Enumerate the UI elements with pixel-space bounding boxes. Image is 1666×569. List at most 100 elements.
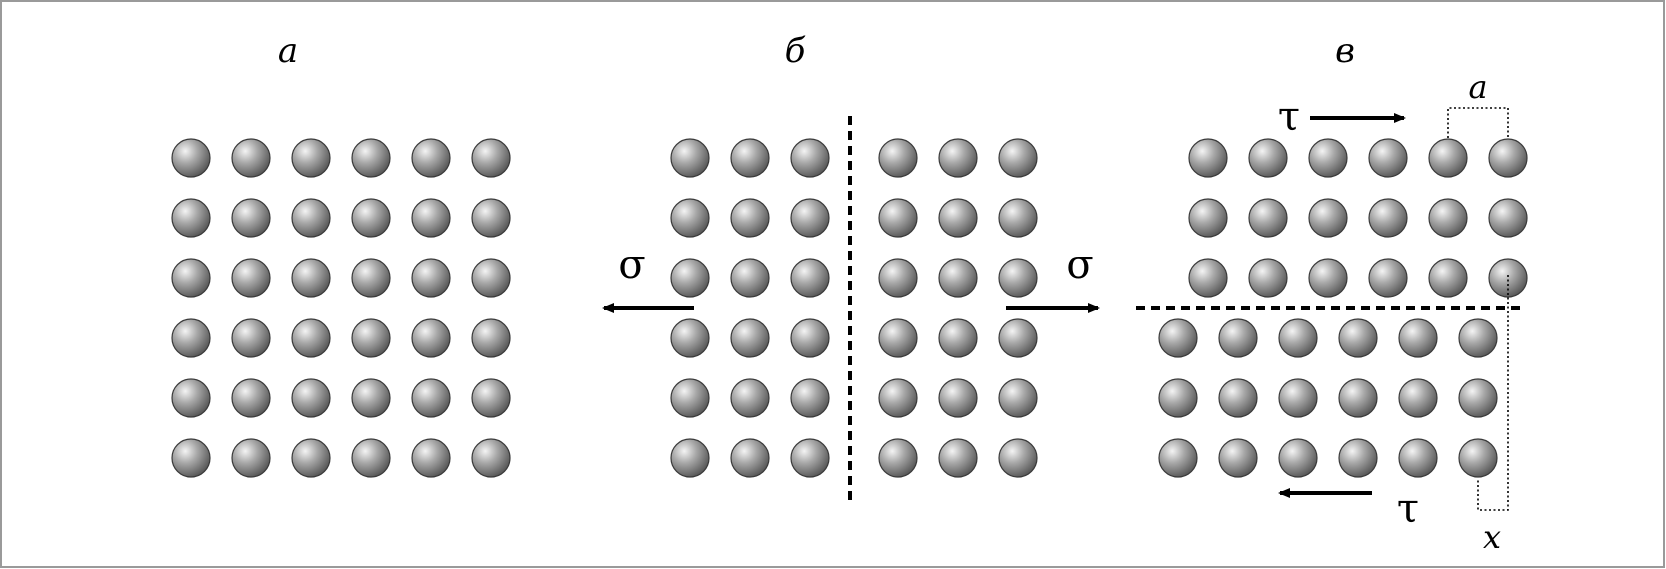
atom-sphere-icon bbox=[351, 258, 391, 298]
atom-sphere-icon bbox=[790, 378, 830, 418]
atom-sphere-icon bbox=[471, 318, 511, 358]
atom-sphere-icon bbox=[231, 318, 271, 358]
atom-sphere-icon bbox=[171, 378, 211, 418]
atom-sphere-icon bbox=[790, 198, 830, 238]
tau-label-top: τ bbox=[1278, 94, 1300, 140]
atom-sphere-icon bbox=[730, 438, 770, 478]
panel-label-b: б bbox=[785, 31, 806, 71]
atom-sphere-icon bbox=[878, 438, 918, 478]
atom-sphere-icon bbox=[670, 438, 710, 478]
atom-sphere-icon bbox=[1488, 138, 1528, 178]
atom-sphere-icon bbox=[878, 138, 918, 178]
atom-sphere-icon bbox=[231, 138, 271, 178]
atom-sphere-icon bbox=[1338, 318, 1378, 358]
atom-sphere-icon bbox=[1278, 318, 1318, 358]
atom-sphere-icon bbox=[670, 138, 710, 178]
atom-sphere-icon bbox=[1218, 438, 1258, 478]
atom-sphere-icon bbox=[938, 198, 978, 238]
atom-sphere-icon bbox=[878, 258, 918, 298]
atom-sphere-icon bbox=[730, 138, 770, 178]
atom-sphere-icon bbox=[730, 378, 770, 418]
atom-sphere-icon bbox=[938, 438, 978, 478]
atom-sphere-icon bbox=[1188, 258, 1228, 298]
atom-sphere-icon bbox=[171, 138, 211, 178]
atom-sphere-icon bbox=[1458, 378, 1498, 418]
atom-sphere-icon bbox=[1278, 438, 1318, 478]
atom-sphere-icon bbox=[351, 318, 391, 358]
atom-sphere-icon bbox=[998, 258, 1038, 298]
atom-sphere-icon bbox=[1428, 138, 1468, 178]
displacement-bracket bbox=[1477, 275, 1509, 511]
atom-sphere-icon bbox=[730, 318, 770, 358]
sigma-label-left: σ bbox=[618, 242, 645, 288]
atom-sphere-icon bbox=[1458, 438, 1498, 478]
lattice-panel-b bbox=[670, 138, 1038, 478]
atom-sphere-icon bbox=[938, 378, 978, 418]
atom-sphere-icon bbox=[1398, 318, 1438, 358]
atom-sphere-icon bbox=[171, 318, 211, 358]
atom-sphere-icon bbox=[171, 438, 211, 478]
panel-label-a: а bbox=[278, 31, 298, 71]
atom-sphere-icon bbox=[1248, 258, 1288, 298]
atom-sphere-icon bbox=[938, 138, 978, 178]
spacing-label-a: a bbox=[1468, 68, 1487, 106]
atom-sphere-icon bbox=[231, 438, 271, 478]
atom-sphere-icon bbox=[291, 378, 331, 418]
atom-sphere-icon bbox=[1428, 258, 1468, 298]
atom-sphere-icon bbox=[670, 198, 710, 238]
atom-sphere-icon bbox=[938, 258, 978, 298]
spacing-bracket bbox=[1447, 107, 1509, 138]
atom-sphere-icon bbox=[1368, 198, 1408, 238]
atom-sphere-icon bbox=[878, 198, 918, 238]
lattice-panel-c bbox=[1158, 138, 1528, 478]
atom-sphere-icon bbox=[411, 378, 451, 418]
atom-sphere-icon bbox=[670, 378, 710, 418]
atom-sphere-icon bbox=[471, 438, 511, 478]
atom-sphere-icon bbox=[471, 198, 511, 238]
atom-sphere-icon bbox=[171, 198, 211, 238]
sigma-label-right: σ bbox=[1066, 242, 1093, 288]
atom-sphere-icon bbox=[231, 258, 271, 298]
atom-sphere-icon bbox=[1488, 258, 1528, 298]
atom-sphere-icon bbox=[1398, 438, 1438, 478]
atom-sphere-icon bbox=[471, 378, 511, 418]
atom-sphere-icon bbox=[351, 198, 391, 238]
atom-sphere-icon bbox=[1278, 378, 1318, 418]
atom-sphere-icon bbox=[1368, 258, 1408, 298]
atom-sphere-icon bbox=[291, 318, 331, 358]
atom-sphere-icon bbox=[790, 258, 830, 298]
atom-sphere-icon bbox=[998, 198, 1038, 238]
atom-sphere-icon bbox=[730, 198, 770, 238]
atom-sphere-icon bbox=[291, 438, 331, 478]
atom-sphere-icon bbox=[1248, 138, 1288, 178]
atom-sphere-icon bbox=[878, 378, 918, 418]
atom-sphere-icon bbox=[351, 438, 391, 478]
atom-sphere-icon bbox=[411, 318, 451, 358]
atom-sphere-icon bbox=[1488, 198, 1528, 238]
atom-sphere-icon bbox=[998, 138, 1038, 178]
atom-sphere-icon bbox=[670, 318, 710, 358]
panel-label-c: в bbox=[1335, 31, 1355, 71]
atom-sphere-icon bbox=[1188, 138, 1228, 178]
atom-sphere-icon bbox=[998, 438, 1038, 478]
displacement-label-x: x bbox=[1483, 518, 1501, 556]
atom-sphere-icon bbox=[1158, 378, 1198, 418]
atom-sphere-icon bbox=[998, 318, 1038, 358]
atom-sphere-icon bbox=[351, 378, 391, 418]
atom-sphere-icon bbox=[1308, 258, 1348, 298]
atom-sphere-icon bbox=[998, 378, 1038, 418]
atom-sphere-icon bbox=[1398, 378, 1438, 418]
atom-sphere-icon bbox=[411, 438, 451, 478]
atom-sphere-icon bbox=[411, 198, 451, 238]
atom-sphere-icon bbox=[1308, 198, 1348, 238]
atom-sphere-icon bbox=[471, 258, 511, 298]
atom-sphere-icon bbox=[291, 258, 331, 298]
atom-sphere-icon bbox=[1338, 438, 1378, 478]
atom-sphere-icon bbox=[790, 438, 830, 478]
atom-sphere-icon bbox=[790, 318, 830, 358]
atom-sphere-icon bbox=[231, 198, 271, 238]
atom-sphere-icon bbox=[1158, 438, 1198, 478]
atom-sphere-icon bbox=[790, 138, 830, 178]
atom-sphere-icon bbox=[670, 258, 710, 298]
